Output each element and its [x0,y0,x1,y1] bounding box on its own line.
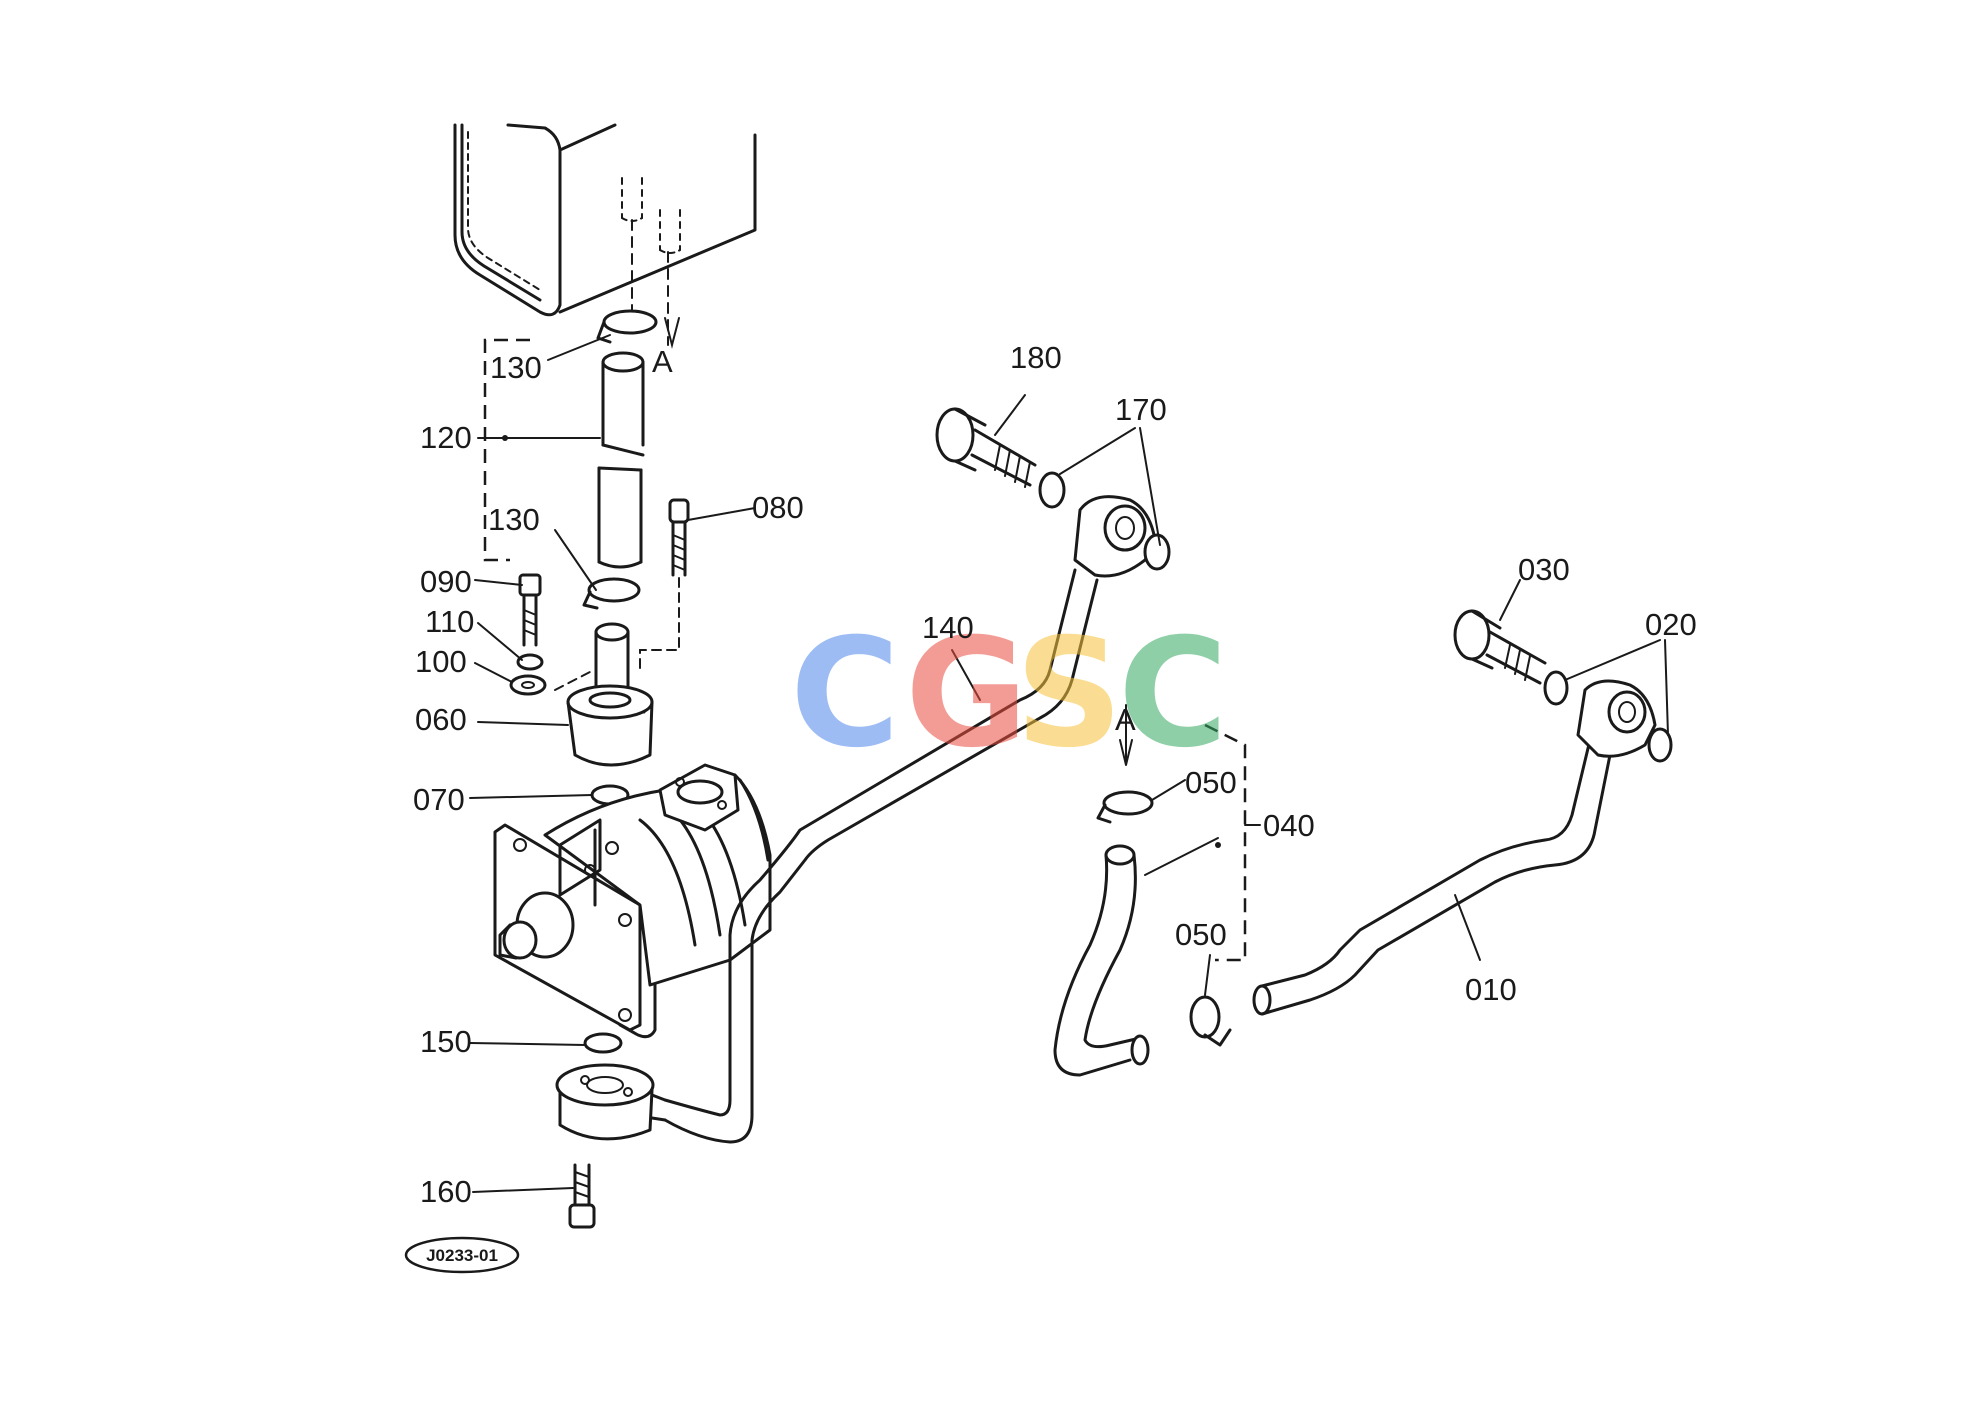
label-150: 150 [420,1024,472,1059]
suction-hose-assembly [483,309,658,610]
washer-100 [509,674,547,696]
label-ref-a-top: A [652,344,673,379]
hydraulic-pump [493,763,772,1039]
drawing-code: J0233-01 [426,1246,498,1265]
washer-170-b [1143,533,1171,571]
return-pipe-010 [1252,679,1657,1016]
label-170: 170 [1115,392,1167,427]
label-130-bottom: 130 [488,502,540,537]
clamp-130-top [602,309,658,335]
part-labels: 130 A 120 130 080 090 110 100 060 070 15… [413,340,1697,1209]
washer-020-b [1647,727,1673,763]
label-140: 140 [922,610,974,645]
label-120: 120 [420,420,472,455]
clamp-130-bottom [587,577,641,603]
banjo-bolt-180 [935,407,1037,488]
label-100: 100 [415,644,467,679]
bolt-090 [509,573,591,696]
leader-lines [469,334,1669,1193]
label-050-bottom: 050 [1175,917,1227,952]
drawing-code-badge: J0233-01 [404,1236,520,1274]
label-030: 030 [1518,552,1570,587]
washer-020-a [1543,670,1569,706]
label-080: 080 [752,490,804,525]
label-070: 070 [413,782,465,817]
bolt-160 [568,1163,596,1229]
delivery-pipe-140 [663,495,1157,1144]
watermark: C G S C [790,607,1228,781]
clamp-050-bottom [1189,995,1221,1039]
label-020: 020 [1645,607,1697,642]
label-130-top: 130 [490,350,542,385]
label-040: 040 [1263,808,1315,843]
watermark-letter-2: G [905,607,1028,781]
label-ref-a-bottom: A [1115,702,1136,737]
bolt-080 [639,498,690,671]
washer-170-a [1038,471,1066,509]
return-hose-assembly [1053,704,1247,1077]
label-090: 090 [420,564,472,599]
label-160: 160 [420,1174,472,1209]
watermark-letter-3: S [1015,607,1123,781]
label-180: 180 [1010,340,1062,375]
label-050-top: 050 [1185,765,1237,800]
label-110: 110 [425,604,474,639]
o-ring-150 [583,1032,623,1054]
washer-110 [516,653,544,671]
delivery-fitting [555,1063,667,1141]
suction-fitting-060 [566,622,654,767]
clamp-050-top [1102,790,1154,816]
banjo-bolt-030 [1453,609,1547,685]
label-060: 060 [415,702,467,737]
label-010: 010 [1465,972,1517,1007]
watermark-letter-1: C [790,607,900,781]
tank [453,123,757,349]
watermark-letter-4: C [1118,607,1228,781]
